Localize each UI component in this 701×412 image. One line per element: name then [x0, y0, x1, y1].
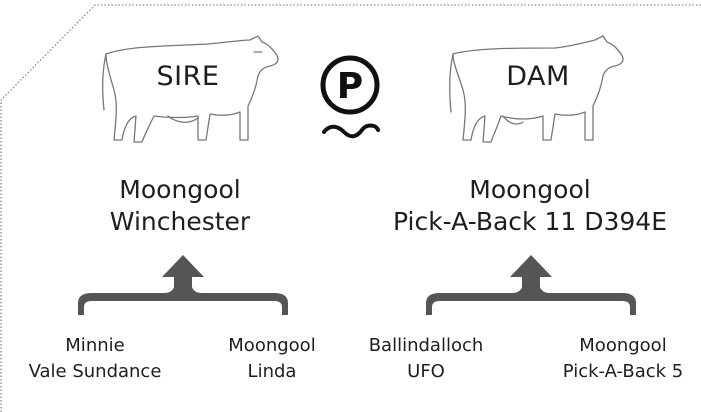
- sire-grandsire: Minnie Vale Sundance: [10, 333, 180, 385]
- dam-cow-icon: [449, 35, 624, 143]
- sire-label: SIRE: [156, 61, 220, 92]
- sire-bull-icon: [102, 35, 279, 143]
- dam-name: Moongool Pick-A-Back 11 D394E: [370, 174, 690, 238]
- dam-grandsire-line2: UFO: [407, 361, 445, 382]
- sire-grandsire-line2: Vale Sundance: [28, 361, 162, 382]
- dam-grandsire: Ballindalloch UFO: [356, 333, 496, 385]
- dam-granddam: Moongool Pick-A-Back 5: [548, 333, 698, 385]
- sire-granddam: Moongool Linda: [212, 333, 332, 385]
- dam-granddam-line1: Moongool: [579, 335, 667, 356]
- sire-granddam-line2: Linda: [247, 361, 297, 382]
- sire-name-line1: Moongool: [119, 175, 241, 204]
- sire-name: Moongool Winchester: [80, 174, 280, 238]
- dam-granddam-line2: Pick-A-Back 5: [562, 361, 684, 382]
- polled-p-icon: P: [320, 55, 380, 139]
- dam-name-line1: Moongool: [469, 175, 591, 204]
- sire-name-line2: Winchester: [109, 207, 251, 236]
- dam-label: DAM: [506, 61, 570, 92]
- sire-grandsire-line1: Minnie: [65, 335, 125, 356]
- dam-grandsire-line1: Ballindalloch: [368, 335, 484, 356]
- dam-name-line2: Pick-A-Back 11 D394E: [392, 207, 667, 236]
- dam-bracket-arrow: [426, 255, 636, 315]
- sire-bracket-arrow: [78, 255, 288, 315]
- logo-glyph: P: [337, 66, 363, 107]
- sire-granddam-line1: Moongool: [228, 335, 316, 356]
